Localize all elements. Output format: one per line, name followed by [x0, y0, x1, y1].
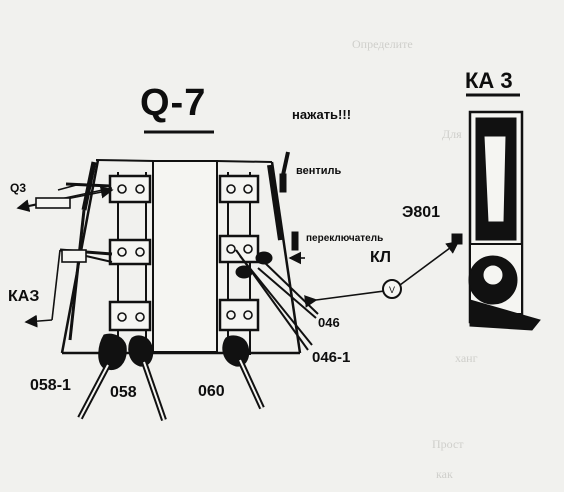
background-text: Прост [432, 437, 464, 451]
label-press: нажать!!! [292, 107, 352, 122]
terminal-058-1: 058-1 [30, 377, 71, 394]
label-q3: Q3 [10, 181, 27, 195]
label-ka3-left: КАЗ [8, 288, 40, 305]
q7-panel [60, 159, 302, 355]
terminal-strip-left [108, 172, 152, 355]
background-text: Определите [352, 37, 413, 51]
label-valve: вентиль [296, 165, 342, 177]
background-text: ханг [455, 351, 478, 365]
background-text: Для [442, 127, 462, 141]
bottom-cables [77, 333, 265, 421]
label-e801: Э801 [402, 204, 441, 221]
terminal-060: 060 [198, 383, 225, 400]
terminal-046-1: 046-1 [312, 349, 351, 366]
svg-text:V: V [389, 285, 395, 295]
terminal-strip-right [218, 172, 260, 355]
terminal-058: 058 [110, 384, 137, 401]
ka3-title: КА 3 [465, 68, 513, 93]
right-arrows [279, 151, 305, 265]
label-switch: переключатель [306, 233, 384, 244]
terminal-046: 046 [318, 315, 340, 330]
kl-probe: V [304, 233, 463, 308]
label-kl: КЛ [370, 249, 391, 266]
background-text: как [436, 467, 453, 481]
ka3-device [468, 110, 541, 331]
left-wiring [16, 182, 114, 328]
diagram-title: Q-7 [140, 82, 207, 124]
